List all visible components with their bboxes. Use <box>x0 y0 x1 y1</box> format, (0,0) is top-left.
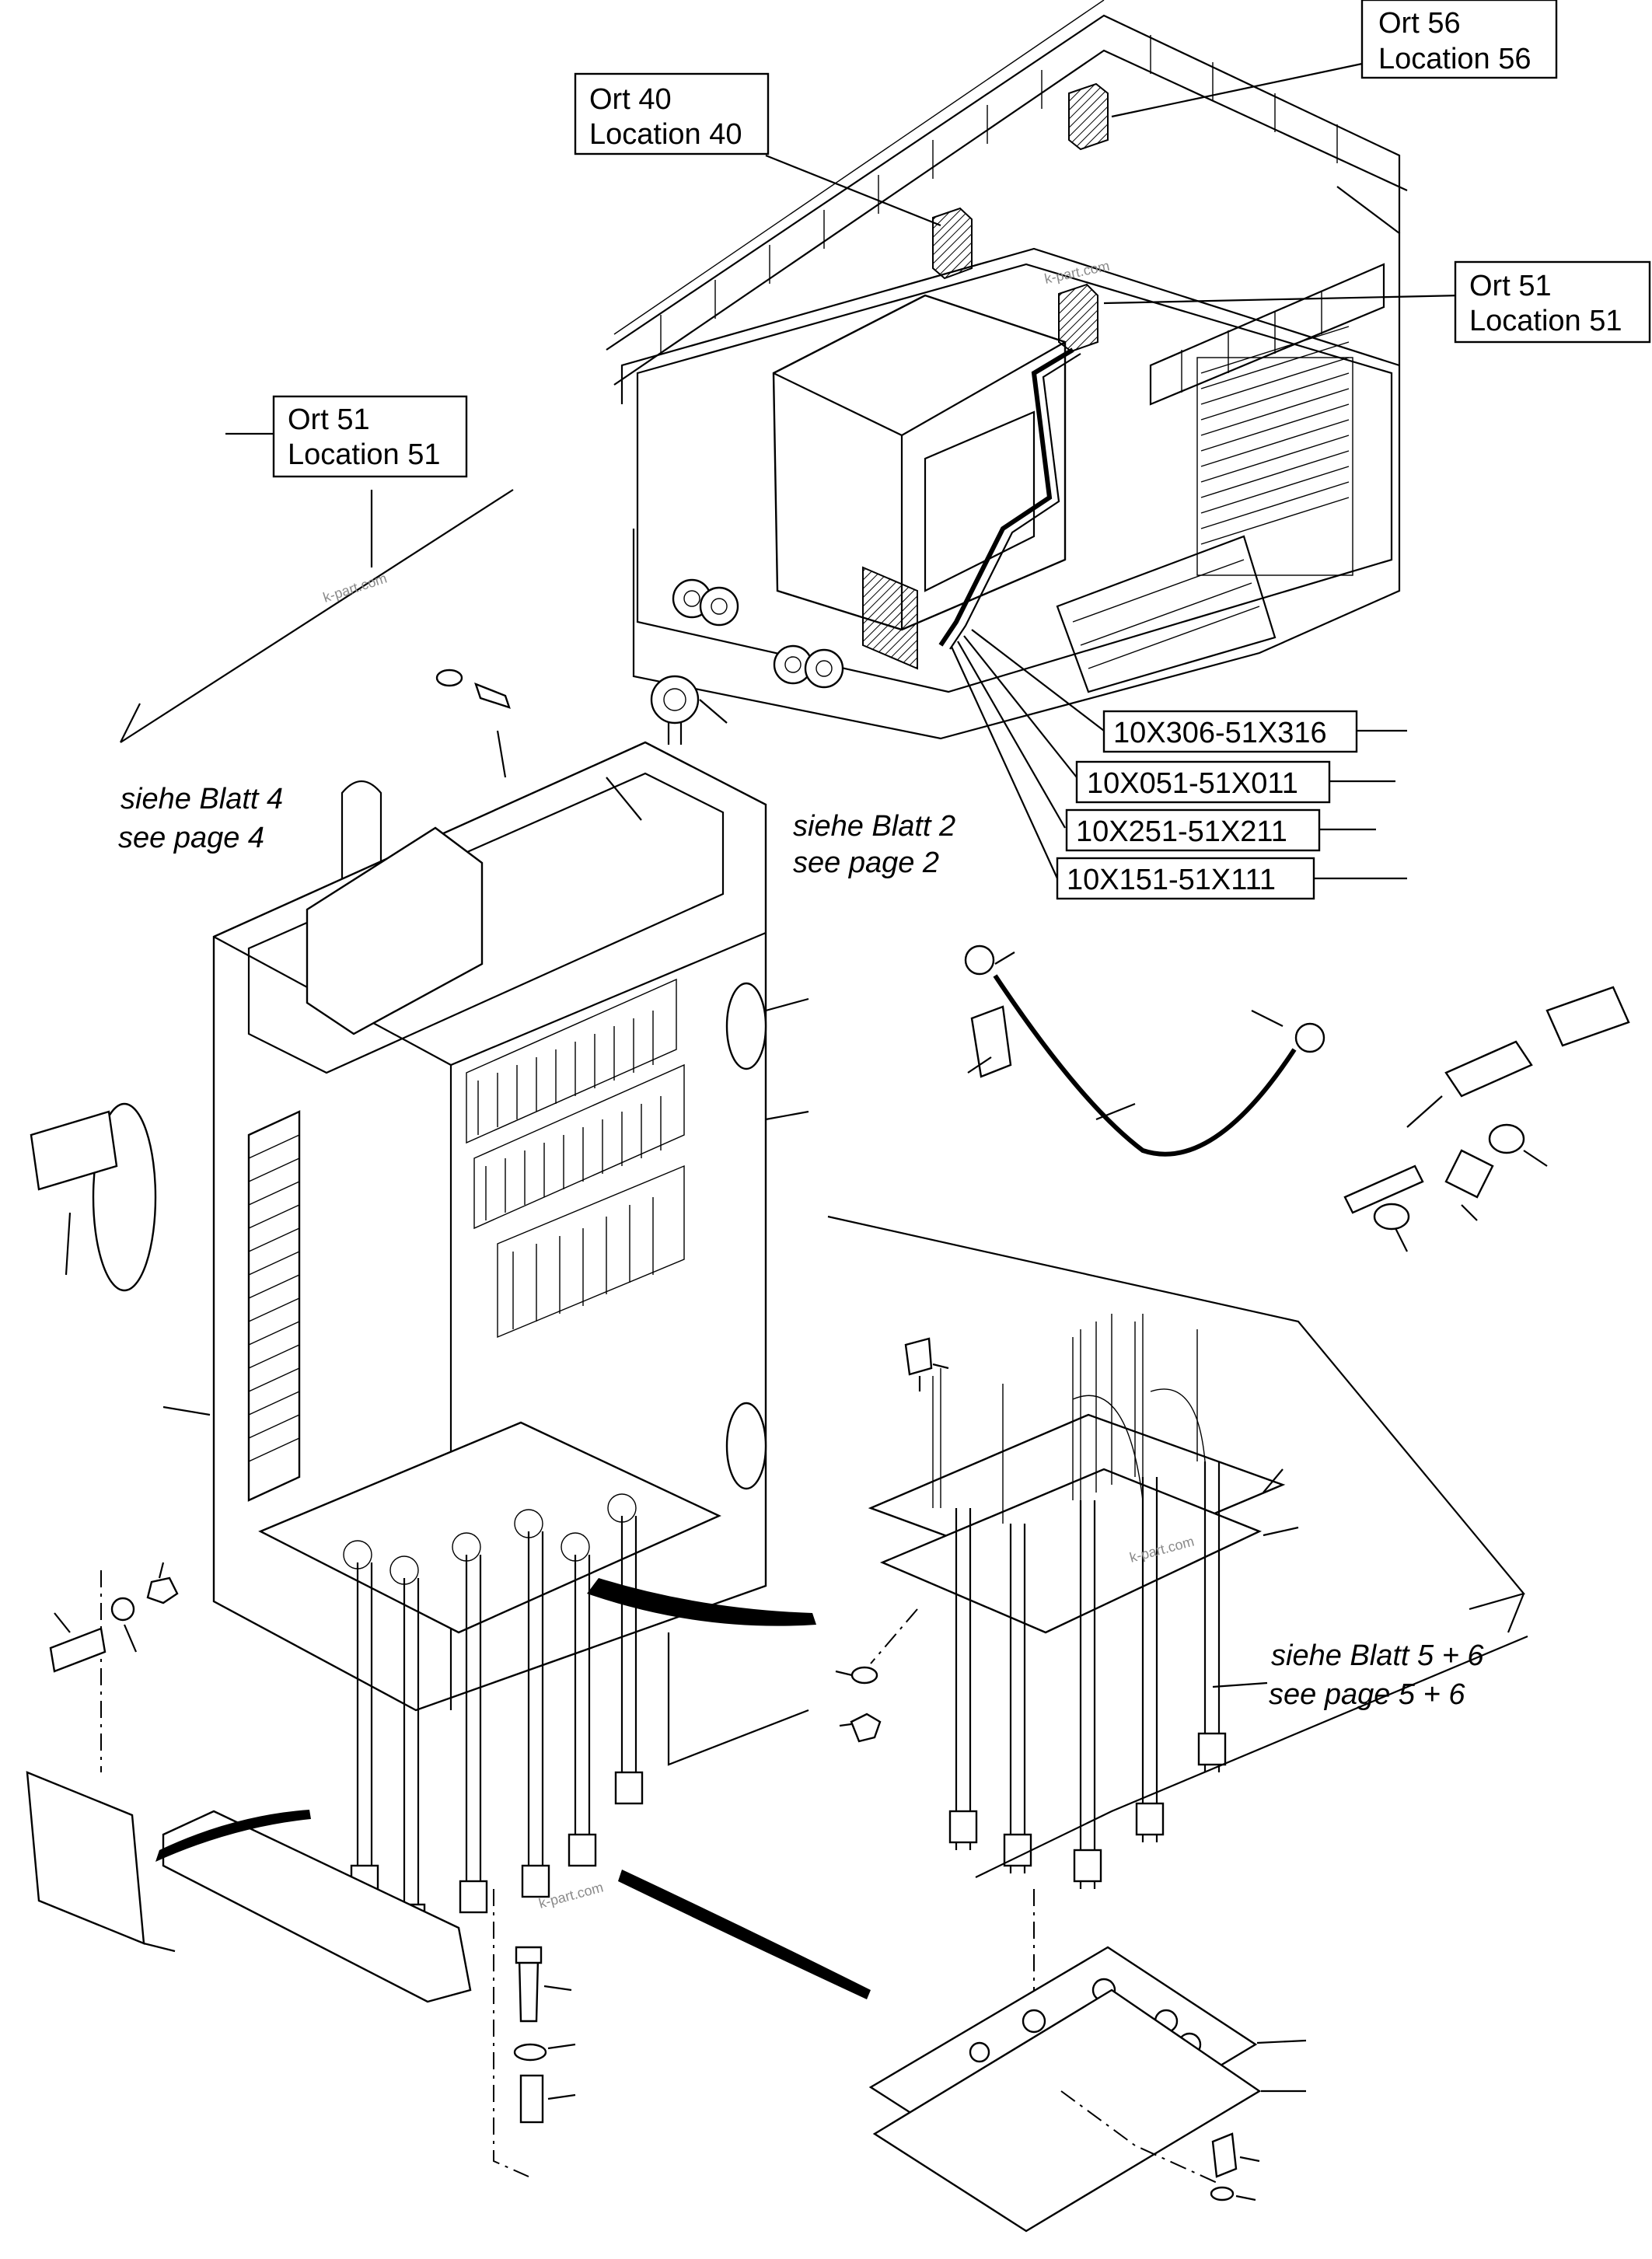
note-page-4: siehe Blatt 4 see page 4 <box>118 783 283 854</box>
svg-text:Location 40: Location 40 <box>589 118 742 151</box>
note-page-5-6: siehe Blatt 5 + 6 see page 5 + 6 <box>1269 1639 1484 1711</box>
svg-text:Ort 51: Ort 51 <box>1469 270 1552 302</box>
svg-text:Ort 40: Ort 40 <box>589 83 672 116</box>
location-label-51-right: Ort 51 Location 51 <box>1454 260 1651 344</box>
cable-label-2: 10X051-51X011 <box>1075 760 1395 804</box>
location-label-51-left: Ort 51 Location 51 <box>225 395 468 478</box>
cabinet-location-40 <box>932 207 973 280</box>
cabinet-location-56 <box>1068 82 1109 151</box>
ground-cable <box>964 944 1325 1157</box>
svg-text:siehe Blatt 4: siehe Blatt 4 <box>120 783 283 815</box>
note-page-2: siehe Blatt 2 see page 2 <box>793 810 955 879</box>
svg-text:Ort 51: Ort 51 <box>288 403 370 436</box>
svg-text:Location 56: Location 56 <box>1378 43 1532 75</box>
cabinet-location-51-top <box>1058 283 1098 353</box>
watermark: k-part.com <box>321 571 389 606</box>
svg-text:10X151-51X111: 10X151-51X111 <box>1067 864 1276 896</box>
control-cabinet <box>26 489 871 2177</box>
svg-text:see page 2: see page 2 <box>793 847 939 879</box>
svg-text:Location 51: Location 51 <box>1469 305 1622 337</box>
svg-text:siehe Blatt 2: siehe Blatt 2 <box>793 810 955 843</box>
location-label-40: Ort 40 Location 40 <box>574 72 770 155</box>
svg-text:10X306-51X316: 10X306-51X316 <box>1113 717 1327 749</box>
location-label-56: Ort 56 Location 56 <box>1360 0 1558 79</box>
svg-text:see page 4: see page 4 <box>118 822 264 854</box>
svg-text:10X251-51X211: 10X251-51X211 <box>1076 815 1287 848</box>
svg-text:Location 51: Location 51 <box>288 438 441 471</box>
cable-label-4: 10X151-51X111 <box>1056 857 1407 900</box>
sensor-assembly <box>1343 986 1630 1252</box>
svg-text:Ort 56: Ort 56 <box>1378 7 1461 40</box>
svg-text:see page 5 + 6: see page 5 + 6 <box>1269 1678 1465 1711</box>
svg-text:10X051-51X011: 10X051-51X011 <box>1087 767 1298 800</box>
machine-overview <box>606 0 1462 879</box>
svg-text:siehe Blatt 5 + 6: siehe Blatt 5 + 6 <box>1271 1639 1484 1672</box>
cable-label-3: 10X251-51X211 <box>1065 808 1376 852</box>
gland-plate-assembly <box>827 1215 1528 2233</box>
cable-label-1: 10X306-51X316 <box>1102 710 1407 753</box>
